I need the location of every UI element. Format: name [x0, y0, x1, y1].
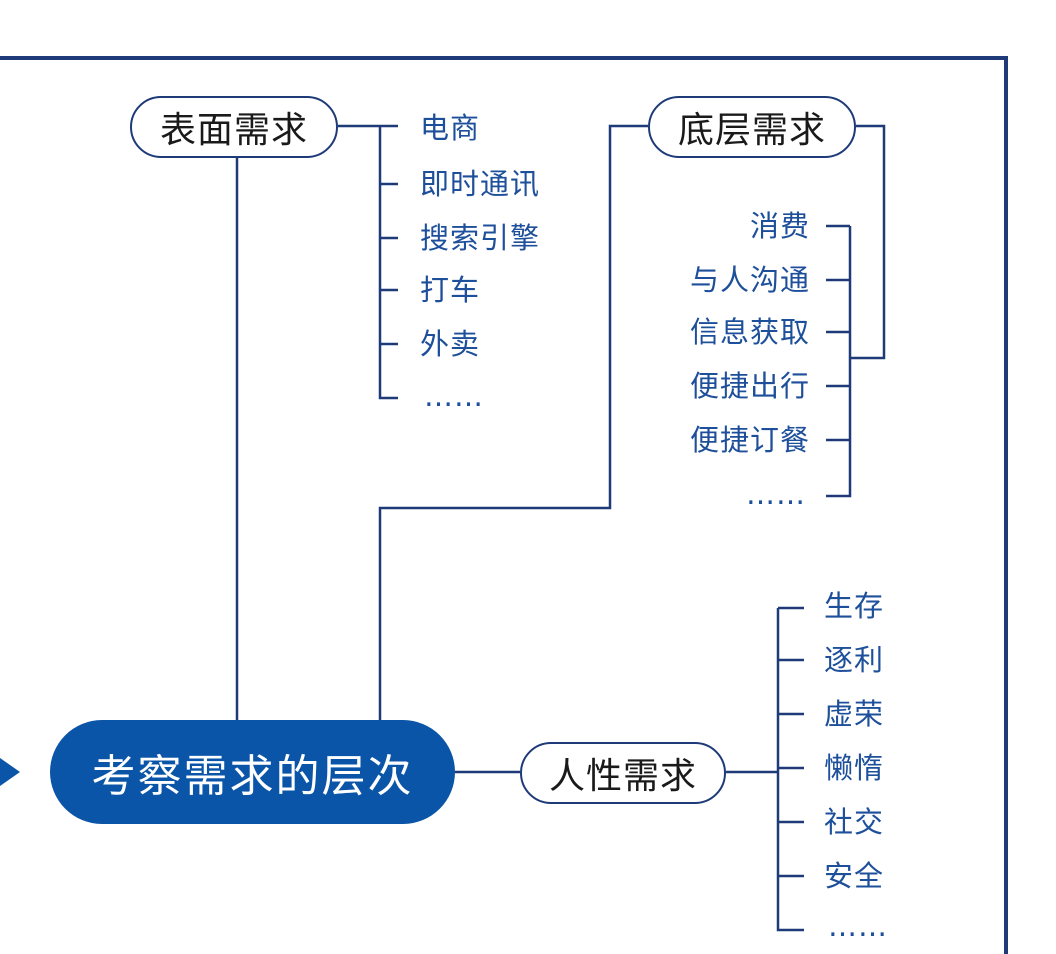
frame-border [0, 56, 1008, 954]
human-nature-needs-node: 人性需求 [520, 742, 726, 804]
surface-item: 搜索引擎 [420, 221, 541, 255]
root-to-underlying-line [378, 124, 648, 720]
human-item: 懒惰 [824, 751, 885, 785]
human-item: 逐利 [824, 643, 885, 677]
surface-item: 打车 [420, 273, 481, 307]
human-item: 安全 [824, 859, 885, 893]
human-item: 社交 [824, 805, 885, 839]
surface-bracket [338, 124, 398, 400]
underlying-needs-node: 底层需求 [648, 96, 856, 158]
underlying-item: 便捷出行 [689, 369, 810, 403]
human-item: 虚荣 [824, 697, 885, 731]
underlying-bracket [826, 124, 886, 498]
surface-item: 电商 [420, 111, 481, 145]
surface-needs-node: 表面需求 [130, 96, 338, 158]
surface-item: 外卖 [420, 327, 481, 361]
underlying-item: 与人沟通 [689, 263, 810, 297]
surface-item: …… [424, 379, 484, 413]
surface-item: 即时通讯 [420, 167, 541, 201]
underlying-item: 消费 [749, 209, 810, 243]
human-item: …… [828, 909, 888, 943]
human-bracket [726, 606, 804, 932]
human-item: 生存 [824, 589, 885, 623]
underlying-item: …… [746, 477, 806, 511]
underlying-item: 便捷订餐 [689, 423, 810, 457]
underlying-item: 信息获取 [689, 315, 810, 349]
left-arrow-icon [0, 758, 20, 786]
root-node: 考察需求的层次 [50, 720, 455, 824]
